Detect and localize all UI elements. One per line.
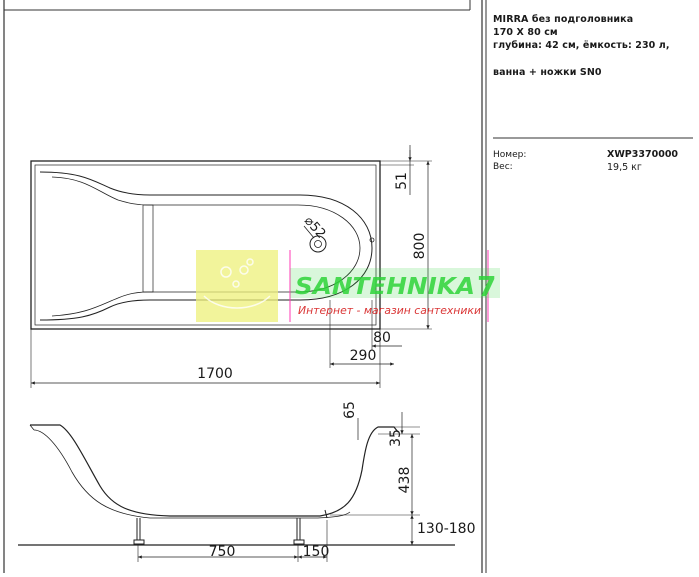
top-view — [30, 145, 432, 388]
product-size: 170 X 80 см — [493, 27, 558, 38]
code-value: XWP3370000 — [607, 149, 679, 160]
watermark-digit: 7 — [477, 270, 496, 303]
dim-leg-height-label: 130-180 — [417, 521, 476, 537]
bath-inner-rim — [34, 164, 377, 326]
side-view — [18, 412, 455, 562]
side-view-dims: 65 35 438 130-180 750 150 — [209, 401, 476, 560]
dim-drain-dia-label: ⌀52 — [301, 214, 328, 242]
product-specs: глубина: 42 см, ёмкость: 230 л, — [493, 40, 670, 51]
product-title: MIRRA без подголовника — [493, 14, 634, 25]
bath-profile-inner — [33, 429, 351, 519]
bath-profile — [30, 424, 399, 517]
dim-length-label: 1700 — [197, 366, 233, 382]
watermark-tagline: Интернет - магазин сантехники — [298, 305, 481, 317]
weight-label: Вес: — [493, 162, 513, 172]
dim-side-rim-label: 65 — [342, 401, 358, 419]
watermark-name: SANTEHNIKA — [295, 274, 475, 300]
basin-outline — [39, 171, 373, 321]
overflow-icon — [369, 237, 375, 243]
bath-legs — [133, 509, 328, 545]
drain-icon — [303, 225, 327, 253]
dim-width-label: 800 — [412, 233, 428, 260]
dim-rim-height-label: 35 — [388, 429, 404, 447]
dim-drain-offset-label: 80 — [373, 330, 391, 346]
dim-rim-label: 51 — [394, 172, 410, 190]
dim-depth-label: 438 — [397, 467, 413, 494]
dim-leg-spacing-label: 750 — [209, 544, 236, 560]
product-kit: ванна + ножки SN0 — [493, 67, 602, 78]
watermark-bubbles-badge — [196, 250, 278, 322]
dim-leg-offset-label: 150 — [303, 544, 330, 560]
product-info-panel: MIRRA без подголовника 170 X 80 см глуби… — [482, 0, 699, 573]
basin-floor — [142, 204, 154, 293]
code-label: Номер: — [493, 150, 527, 160]
weight-value: 19,5 кг — [607, 162, 642, 173]
sheet-frame — [3, 0, 693, 573]
watermark-logo: SANTEHNIKA 7 Интернет - магазин сантехни… — [196, 250, 500, 322]
dim-drain-dist-label: 290 — [350, 348, 377, 364]
bath-outline-top — [30, 160, 381, 330]
basin-inner — [51, 176, 361, 317]
